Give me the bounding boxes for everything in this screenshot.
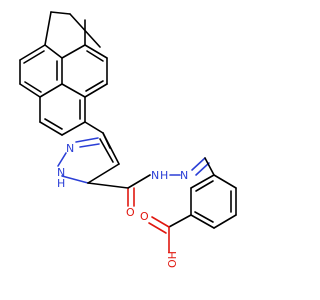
bond-aryl-pyrazole bbox=[84, 121, 104, 134]
bond-pz-cn-b bbox=[79, 143, 100, 148]
bond-carbonyl-n bbox=[127, 174, 151, 189]
bond-ring-a-4 bbox=[39, 83, 63, 98]
molecule-structure: N N H O N H N O OH bbox=[19, 11, 237, 268]
atom-label-hydrazide-nh-h: H bbox=[160, 169, 168, 182]
bond-ring-a-1b bbox=[23, 50, 45, 64]
bond-bridge-left bbox=[44, 11, 52, 46]
bond-pz-c5-c4 bbox=[87, 163, 120, 184]
hydrazide-linker bbox=[87, 157, 215, 207]
bond-ring-c-2 bbox=[39, 121, 63, 136]
bond-pz-nn bbox=[57, 152, 67, 167]
atom-label-amide-o: O bbox=[126, 206, 135, 219]
bond-bz-1 bbox=[213, 174, 237, 189]
bond-ring-b-2b bbox=[86, 50, 104, 62]
acenaphthene-group bbox=[19, 11, 108, 136]
pyrazole-ring bbox=[57, 132, 120, 184]
bond-ring-b-4 bbox=[84, 83, 108, 98]
bond-bz-6b bbox=[195, 180, 214, 192]
bond-ring-b-2 bbox=[84, 44, 108, 59]
bond-ring-b-5 bbox=[61, 83, 86, 98]
bond-ring-a-6 bbox=[44, 44, 63, 59]
atom-label-hydrazide-nh: N bbox=[151, 169, 159, 182]
atom-label-pyrazole-nh: N bbox=[57, 166, 65, 179]
bond-ring-c-2b bbox=[44, 118, 63, 130]
atom-label-acid-oh: OH bbox=[166, 251, 179, 268]
bond-cooh-o bbox=[151, 216, 170, 228]
atom-labels: N N H O N H N O OH bbox=[57, 142, 188, 268]
bond-ring-c-3 bbox=[61, 121, 86, 136]
bond-ring-a-1 bbox=[19, 44, 46, 61]
bond-cooh-o-b bbox=[148, 222, 167, 234]
bond-ring-b-1 bbox=[61, 44, 86, 59]
bond-pz-nh-c bbox=[61, 175, 89, 184]
bond-bz-6 bbox=[190, 174, 215, 189]
bond-pz-c4-c3b bbox=[99, 138, 114, 163]
bond-bz-4b bbox=[194, 211, 214, 223]
bond-bz-cooh bbox=[168, 214, 192, 228]
bond-ch-aryl bbox=[204, 157, 215, 176]
bond-pz-cn bbox=[75, 137, 99, 143]
bond-imine-b bbox=[195, 162, 210, 176]
atom-label-pyrazole-n: N bbox=[66, 142, 74, 155]
bond-c5-carbonyl bbox=[87, 182, 129, 189]
bond-ring-b-4b bbox=[85, 80, 104, 92]
bond-bridge-ch2-ch2 bbox=[50, 11, 71, 15]
atom-label-acid-o: O bbox=[140, 210, 149, 223]
bond-ring-a-3b bbox=[24, 81, 42, 93]
bond-bz-4 bbox=[190, 214, 215, 229]
bond-pz-c4-c3 bbox=[102, 132, 120, 165]
bond-imine bbox=[191, 157, 206, 171]
atom-label-pyrazole-nh-h: H bbox=[57, 177, 65, 190]
benzoic-acid-ring bbox=[148, 174, 237, 253]
bond-bz-3 bbox=[213, 214, 237, 229]
bond-ring-a-3 bbox=[19, 83, 41, 98]
atom-label-imine-n: N bbox=[180, 169, 188, 182]
